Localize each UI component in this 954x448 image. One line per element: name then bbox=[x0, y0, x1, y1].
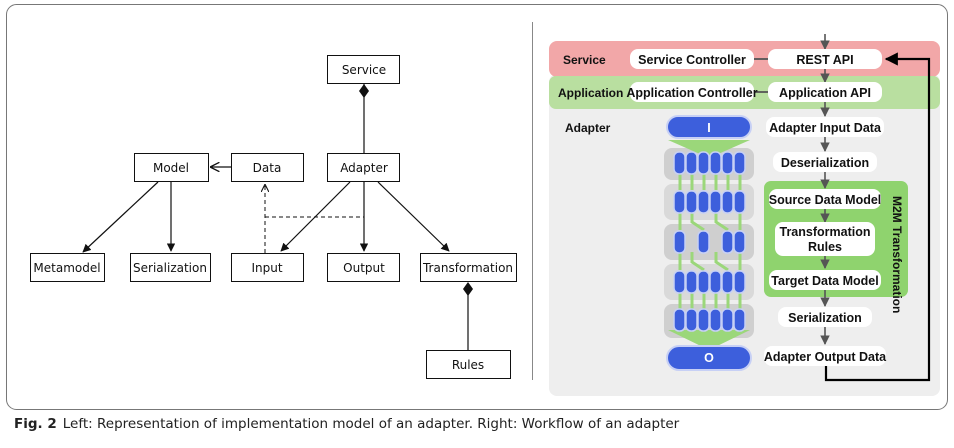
adapter-input-data-label: Adapter Input Data bbox=[769, 121, 882, 135]
nn-row-3 bbox=[673, 230, 746, 254]
model-metamodel-edge bbox=[82, 181, 159, 253]
rest-api-box: REST API bbox=[768, 49, 882, 69]
rest-api-label: REST API bbox=[796, 53, 853, 67]
composition-diamond-icon bbox=[463, 282, 473, 296]
service-controller-label: Service Controller bbox=[638, 53, 746, 67]
metamodel-label: Metamodel bbox=[33, 261, 100, 275]
rules-label: Rules bbox=[452, 358, 484, 372]
transformation-rules-label-line2: Rules bbox=[808, 240, 842, 254]
uml-box-metamodel: Metamodel bbox=[30, 253, 105, 282]
adapter-output-data-box: Adapter Output Data bbox=[764, 346, 887, 366]
input-node-pill bbox=[666, 115, 752, 139]
input-node-label: I bbox=[707, 121, 710, 135]
input-label: Input bbox=[251, 261, 282, 275]
adapter-label: Adapter bbox=[340, 161, 388, 175]
figure-caption: Fig. 2 Left: Representation of implementa… bbox=[14, 416, 934, 432]
source-data-model-label: Source Data Model bbox=[769, 193, 882, 207]
workflow-diagram: Service Application Adapter M2M Transfor… bbox=[549, 34, 940, 396]
nn-row-4 bbox=[673, 270, 746, 294]
service-layer-label: Service bbox=[563, 53, 606, 67]
uml-box-input: Input bbox=[231, 253, 304, 282]
figure-border bbox=[6, 4, 948, 410]
adapter-layer-label: Adapter bbox=[565, 121, 611, 135]
uml-box-serialization: Serialization bbox=[130, 253, 211, 282]
uml-box-service: Service bbox=[327, 55, 400, 84]
model-label: Model bbox=[153, 161, 189, 175]
nn-row-1 bbox=[673, 151, 746, 175]
application-api-box: Application API bbox=[768, 82, 882, 102]
application-controller-label: Application Controller bbox=[626, 86, 757, 100]
serialization-box: Serialization bbox=[778, 307, 872, 327]
return-loop-arrow bbox=[824, 52, 931, 382]
caption-text: Left: Representation of implementation m… bbox=[62, 416, 680, 432]
data-label: Data bbox=[253, 161, 282, 175]
serialization-wf-label: Serialization bbox=[788, 311, 862, 325]
nn-row-5 bbox=[673, 308, 746, 332]
adapter-input-data-box: Adapter Input Data bbox=[766, 117, 884, 137]
application-api-label: Application API bbox=[779, 86, 871, 100]
transformation-rules-label-line1: Transformation bbox=[780, 225, 871, 239]
uml-diagram: Service Model Data Adapter Metamodel Ser… bbox=[30, 55, 517, 379]
m2m-label: M2M Transformation bbox=[890, 196, 904, 313]
caption-label: Fig. 2 bbox=[14, 416, 57, 432]
uml-box-adapter: Adapter bbox=[327, 153, 400, 182]
uml-box-transformation: Transformation bbox=[420, 253, 517, 282]
network-illustration: I O bbox=[664, 115, 754, 371]
service-label: Service bbox=[342, 63, 386, 77]
uml-box-rules: Rules bbox=[426, 350, 511, 379]
source-data-model-box: Source Data Model bbox=[769, 189, 882, 209]
target-data-model-box: Target Data Model bbox=[769, 270, 881, 290]
uml-box-data: Data bbox=[231, 153, 304, 182]
adapter-output-data-label: Adapter Output Data bbox=[764, 350, 887, 364]
output-node-pill bbox=[666, 345, 752, 371]
uml-box-output: Output bbox=[327, 253, 400, 282]
target-data-model-label: Target Data Model bbox=[771, 274, 878, 288]
deserialization-box: Deserialization bbox=[773, 152, 877, 172]
output-node-label: O bbox=[704, 351, 714, 365]
serialization-label: Serialization bbox=[133, 261, 207, 275]
deserialization-label: Deserialization bbox=[781, 156, 869, 170]
transformation-label: Transformation bbox=[422, 261, 513, 275]
nn-row-2 bbox=[673, 190, 746, 214]
application-layer-label: Application bbox=[558, 86, 623, 100]
adapter-transformation-edge bbox=[377, 181, 450, 252]
service-controller-box: Service Controller bbox=[630, 49, 754, 69]
transformation-rules-box: Transformation Rules bbox=[775, 222, 875, 256]
nn-connections bbox=[668, 140, 750, 350]
output-label: Output bbox=[343, 261, 385, 275]
application-controller-box: Application Controller bbox=[626, 82, 758, 102]
composition-diamond-icon bbox=[359, 84, 369, 98]
uml-box-model: Model bbox=[134, 153, 209, 182]
